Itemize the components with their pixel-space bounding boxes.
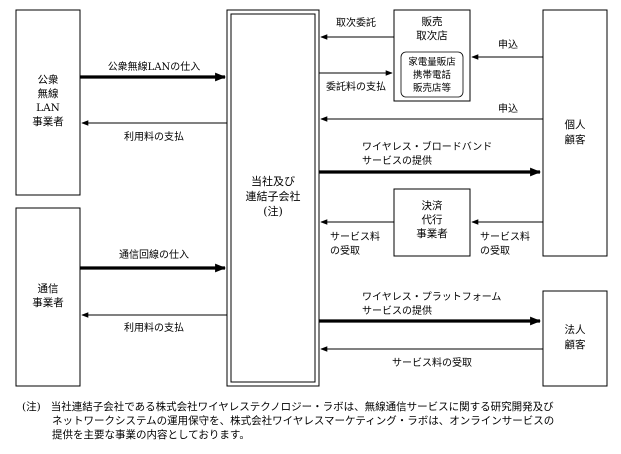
settlement-label-2: 代行 [422, 213, 443, 226]
public-wireless-label-1: 公衆 [38, 73, 59, 86]
public-wireless-label-4: 事業者 [32, 115, 64, 128]
telecom-operator-box: 通信 事業者 [15, 207, 81, 387]
footnote-text-2: ネットワークシステムの運用保守を、株式会社ワイヤレスマーケティング・ラボは、オン… [52, 415, 555, 427]
company-label-2: 連結子会社 [246, 189, 301, 203]
public-wireless-label-2: 無線 [38, 87, 59, 100]
line-purchase-label: 通信回線の仕入 [119, 248, 189, 261]
line-fee-label: 利用料の支払 [124, 321, 184, 334]
company-fee-receipt-label-2: の受取 [330, 245, 360, 257]
corporate-customer-box: 法人 顧客 [542, 290, 608, 387]
sales-agency-label-1: 販売 [422, 15, 443, 28]
broadband-service-label-1: ワイヤレス・ブロードバンド [362, 140, 492, 153]
lan-purchase-label: 公衆無線LANの仕入 [108, 60, 201, 73]
settlement-label-1: 決済 [422, 199, 443, 212]
settlement-label-3: 事業者 [416, 227, 448, 240]
footnote-text-1: 当社連結子会社である株式会社ワイヤレステクノロジー・ラボは、無線通信サービスに関… [50, 401, 554, 413]
sales-agency-box: 販売 取次店 家電量販店 携帯電話 販売店等 [393, 9, 471, 102]
individual-label-1: 個人 [565, 118, 586, 131]
corporate-fee-receipt-label: サービス料の受取 [392, 356, 472, 369]
dealer-example-2: 携帯電話 [413, 69, 452, 81]
company-label-3: (注) [263, 204, 283, 218]
platform-service-label-1: ワイヤレス・プラットフォーム [362, 291, 501, 303]
platform-service-label-2: サービスの提供 [362, 304, 432, 317]
dealer-example-3: 販売店等 [413, 82, 452, 94]
footnote-line-1: (注) 当社連結子会社である株式会社ワイヤレステクノロジー・ラボは、無線通信サービ… [22, 400, 612, 414]
telecom-label-1: 通信 [38, 283, 59, 295]
telecom-label-2: 事業者 [32, 296, 64, 309]
dealer-application-label: 申込 [498, 38, 518, 51]
footnote-line-2: ネットワークシステムの運用保守を、株式会社ワイヤレスマーケティング・ラボは、オン… [22, 414, 612, 428]
sales-agency-label-2: 取次店 [416, 29, 448, 42]
corporate-label-1: 法人 [565, 323, 586, 336]
dealer-examples-frame [400, 51, 464, 98]
footnote-line-3: 提供を主要な事業の内容としております。 [22, 428, 612, 442]
company-box: 当社及び 連結子会社 (注) [226, 9, 320, 387]
agency-commission-label: 取次委託 [336, 16, 376, 29]
footnote-text-3: 提供を主要な事業の内容としております。 [52, 429, 250, 441]
footnote: (注) 当社連結子会社である株式会社ワイヤレステクノロジー・ラボは、無線通信サービ… [22, 400, 612, 442]
individual-customer-box: 個人 顧客 [542, 9, 608, 257]
footnote-marker: (注) [22, 401, 41, 413]
settlement-fee-receipt-label-1: サービス料 [480, 230, 530, 243]
company-label-1: 当社及び [251, 174, 295, 188]
public-wireless-lan-operator-box: 公衆 無線 LAN 事業者 [15, 9, 81, 196]
settlement-fee-receipt-label-2: の受取 [480, 245, 510, 257]
settlement-agent-box: 決済 代行 事業者 [393, 188, 471, 257]
company-fee-receipt-label-1: サービス料 [330, 230, 380, 243]
corporate-label-2: 顧客 [565, 338, 586, 351]
direct-application-label: 申込 [498, 102, 518, 115]
public-wireless-label-3: LAN [36, 102, 60, 114]
consignment-fee-label: 委託料の支払 [326, 80, 386, 93]
dealer-example-1: 家電量販店 [408, 56, 456, 68]
broadband-service-label-2: サービスの提供 [362, 154, 432, 167]
lan-fee-label: 利用料の支払 [124, 130, 184, 143]
individual-label-2: 顧客 [565, 133, 586, 146]
